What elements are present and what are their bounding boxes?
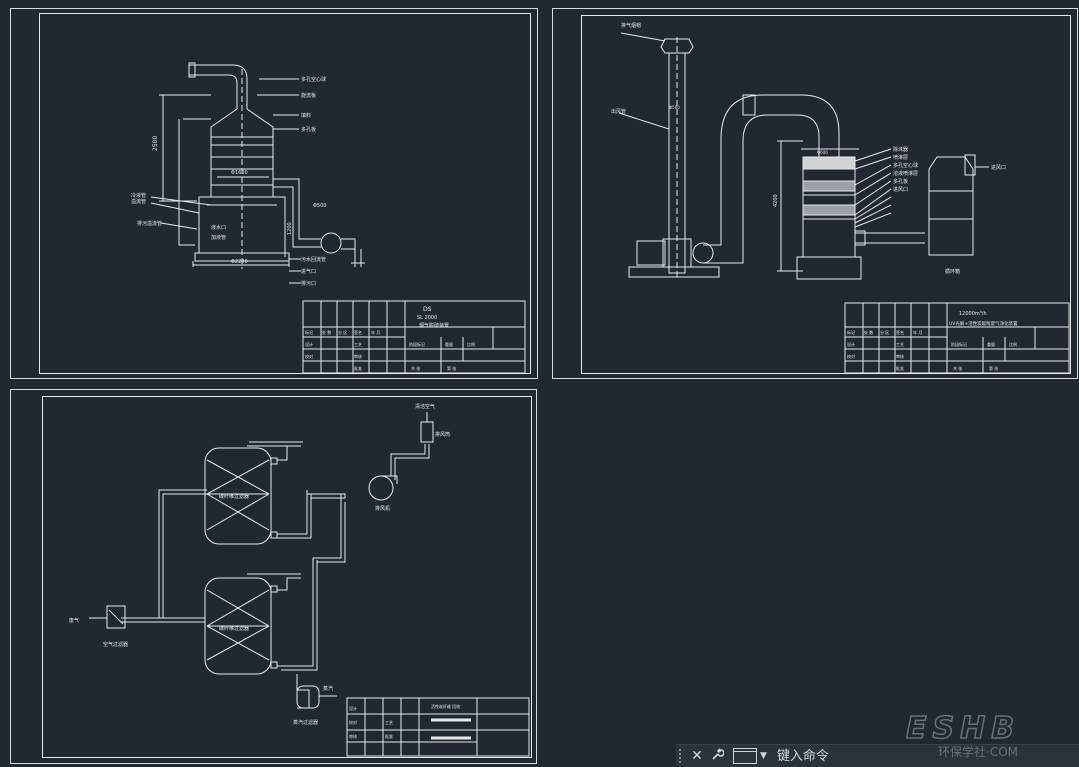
sheet1-label-4: 冷液管 (131, 192, 146, 199)
sheet1-tb-6: 工艺 (354, 342, 362, 347)
sheet1-tb-9: 比例 (467, 341, 475, 347)
sheet-1-frame (39, 13, 531, 374)
sheet2-tb-14: 第 张 (989, 365, 998, 371)
sheet1-tb-4: 年 月 (371, 329, 380, 335)
sheet3-label-air-filter: 空气过滤器 (103, 641, 128, 648)
scrubber-tower-drawing (150, 62, 526, 374)
sheet2-tb-5: 设计 (847, 341, 855, 347)
sheet1-tb-11: 审核 (354, 353, 362, 359)
sheet2-tb-0: 标记 (847, 329, 855, 335)
sheet1-title-sub: SL 2000 (417, 315, 437, 321)
sheet1-tb-2: 分 区 (338, 329, 347, 335)
sheet1-tb-14: 第 张 (447, 365, 456, 371)
sheet2-label-inlet: 进风口 (991, 164, 1006, 171)
chevron-down-icon[interactable]: ▼ (760, 751, 767, 761)
sheet3-tb-0: 设计 (349, 705, 357, 711)
carbon-fiber-recovery-drawing (89, 412, 530, 757)
sheet2-title-name: UV光解+活性炭吸附废气净化装置 (949, 320, 1018, 327)
sheet2-tb-1: 处 数 (864, 329, 873, 335)
sheet1-label-3: 多孔板 (301, 126, 316, 133)
sheet1-tb-12: 批准 (354, 365, 362, 371)
uv-purifier-drawing (618, 32, 1070, 374)
sheet1-label-1: 旋流板 (301, 92, 316, 99)
sheet3-tb-2: 审核 (349, 733, 357, 739)
sheet1-dim-base: Φ2200 (231, 259, 248, 265)
sheet2-label-right-5: 进风口 (893, 186, 908, 193)
sheet1-tb-8: 重量 (445, 341, 453, 347)
sheet3-label-fan-pipe: 排风筒 (435, 431, 450, 438)
sheet1-dim-height: 2500 (152, 136, 159, 151)
sheet3-tb-4: 批准 (385, 733, 393, 739)
sheet2-dim-height: 4200 (773, 194, 779, 207)
sheet1-tb-10: 校对 (305, 353, 313, 359)
sheet2-tb-7: 阶段标记 (951, 341, 967, 347)
sheet3-label-fan: 排风机 (375, 505, 390, 512)
drawing-sheet-3[interactable]: 清洁空气 排风筒 排风机 碳纤维过滤器 碳纤维过滤器 废气 空气过滤器 蒸汽 蒸… (10, 389, 537, 764)
sheet2-tb-6: 工艺 (896, 342, 904, 347)
sheet2-label-right-3: 溶液喷淋层 (893, 170, 918, 177)
sheet1-tb-0: 标记 (305, 329, 313, 335)
sheet2-label-right-2: 多孔空心球 (893, 162, 918, 169)
sheet1-label-6: 排污溢流管 (137, 220, 162, 227)
sheet1-dim-duct: Φ500 (313, 203, 326, 209)
command-input[interactable] (774, 747, 1019, 765)
sheet2-label-left-0: 排气烟帽 (621, 22, 641, 29)
sheet1-dim-tower: Φ1600 (231, 170, 248, 176)
sheet2-tb-8: 重量 (987, 341, 995, 347)
drag-grip-handle[interactable] (679, 749, 687, 763)
sheet1-tb-1: 处 数 (322, 329, 331, 335)
sheet3-title-name: 活性炭纤维 回收 (431, 703, 460, 709)
sheet3-label-exhaust: 废气 (69, 617, 79, 624)
sheet1-tb-5: 设计 (305, 341, 313, 347)
sheet1-label-5: 溢流管 (131, 198, 146, 205)
sheet2-dim-stack: Φ500 (669, 105, 680, 110)
sheet1-dim-side: 1200 (287, 222, 293, 235)
sheet2-label-right-1: 喷淋层 (893, 154, 908, 161)
sheet2-tb-13: 共 张 (953, 365, 962, 371)
sheet1-label-10: 进气口 (301, 268, 316, 275)
command-history-icon[interactable] (733, 748, 757, 764)
sheet1-title-name: 烟气脱硫装置 (419, 322, 449, 329)
sheet1-label-11: 排污口 (301, 280, 316, 287)
sheet1-label-7: 液水口 (211, 224, 226, 231)
sheet2-label-tank: 循环箱 (945, 268, 960, 275)
sheet1-tb-13: 共 张 (411, 365, 420, 371)
sheet2-label-left-1: 出风管 (611, 108, 626, 115)
sheet2-tb-12: 批准 (896, 365, 904, 371)
sheet2-tb-10: 校对 (847, 353, 855, 359)
sheet3-label-filter-lower: 碳纤维过滤器 (219, 625, 249, 632)
sheet3-label-condenser: 蒸汽过滤器 (293, 719, 318, 726)
sheet2-tb-2: 分 区 (880, 329, 889, 335)
sheet1-title-main: DS (423, 306, 432, 313)
sheet1-label-9: 污水回流管 (301, 256, 326, 263)
sheet2-tb-3: 签名 (896, 329, 904, 335)
sheet3-tb-3: 工艺 (385, 720, 393, 725)
command-line-bar: ✕ ▼ (676, 744, 1079, 767)
sheet3-label-steam: 蒸汽 (323, 685, 333, 692)
drawing-sheet-2[interactable]: 排气烟帽 出风管 Φ500 Φ600 4200 除沫器 喷淋层 多孔空心球 溶液… (552, 8, 1078, 379)
sheet2-dim-top: Φ600 (817, 150, 828, 155)
watermark-logo-text: ESHB (906, 711, 1020, 746)
sheet-2-frame (581, 15, 1071, 374)
sheet1-tb-7: 阶段标记 (409, 341, 425, 347)
sheet2-tb-9: 比例 (1009, 341, 1017, 347)
sheet1-label-8: 加液管 (211, 234, 226, 241)
close-command-line-button[interactable]: ✕ (691, 748, 703, 764)
sheet1-label-0: 多孔空心球 (301, 76, 326, 83)
sheet2-label-right-4: 多孔板 (893, 178, 908, 185)
sheet2-title-main: 12000m³/h (959, 311, 987, 317)
sheet-3-frame (42, 396, 532, 758)
sheet2-tb-4: 年 月 (913, 329, 922, 335)
sheet1-tb-3: 签名 (354, 329, 362, 335)
sheet3-tb-1: 校对 (349, 719, 357, 725)
wrench-icon[interactable] (707, 747, 727, 765)
drawing-sheet-1[interactable]: 2500 Φ1600 Φ2200 Φ500 1200 多孔空心球 旋流板 填料 … (10, 8, 538, 379)
sheet1-label-2: 填料 (301, 112, 311, 119)
sheet3-label-top-gas: 清洁空气 (415, 403, 435, 410)
sheet3-label-filter-upper: 碳纤维过滤器 (219, 493, 249, 500)
sheet2-label-right-0: 除沫器 (893, 146, 908, 153)
sheet2-tb-11: 审核 (896, 353, 904, 359)
